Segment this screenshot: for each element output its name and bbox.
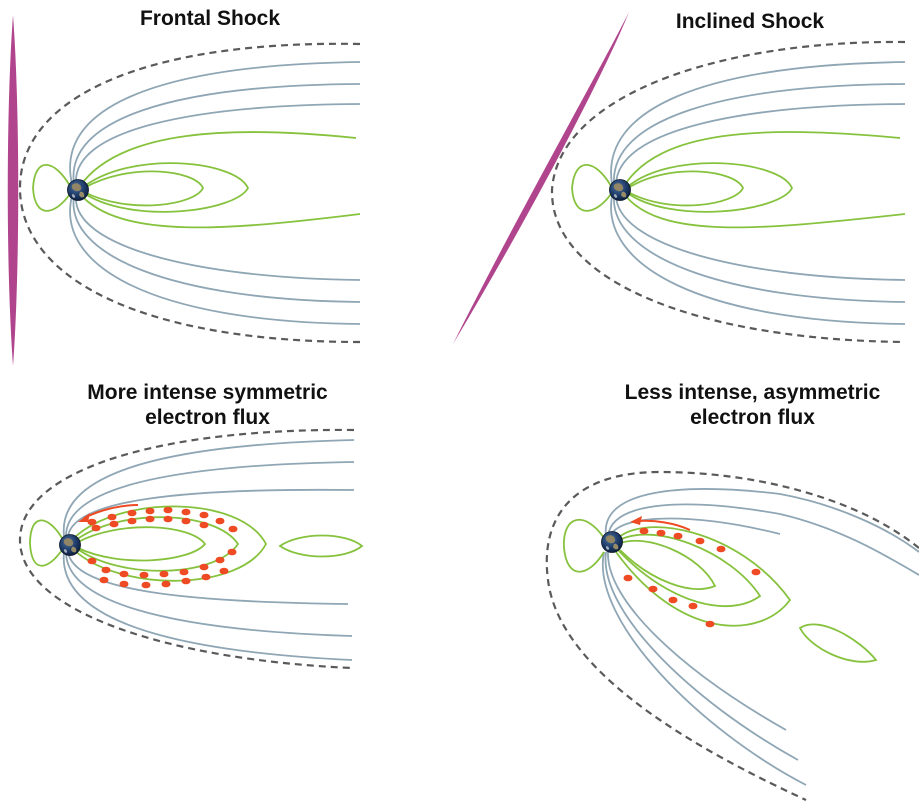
panel-symmetric-flux (18, 428, 364, 670)
closed-field-lines (32, 131, 361, 229)
open-field-lines (69, 61, 361, 325)
title-line-1: More intense symmetric (87, 381, 328, 404)
panel-asymmetric-flux (545, 470, 919, 801)
earth-icon (59, 534, 81, 556)
open-field-lines (610, 61, 906, 325)
electron-dots (623, 527, 761, 628)
panel-inclined-shock (453, 12, 906, 344)
magnetopause-boundary (550, 40, 906, 344)
shock-front (7, 15, 19, 366)
earth-icon (67, 179, 89, 201)
title-text: Inclined Shock (675, 10, 825, 33)
shock-front (453, 12, 629, 344)
panel-title-frontal-shock: Frontal Shock (60, 6, 360, 31)
closed-field-lines (571, 131, 906, 229)
title-line-2: electron flux (690, 406, 815, 429)
magnetopause-boundary (545, 470, 919, 801)
panel-frontal-shock (7, 15, 361, 366)
closed-field-lines (563, 519, 878, 663)
drift-direction-arrow (637, 519, 691, 531)
magnetopause-boundary (18, 428, 355, 670)
panel-title-asymmetric-flux: Less intense, asymmetric electron flux (565, 380, 919, 430)
earth-icon (609, 179, 631, 201)
earth-icon (601, 531, 623, 553)
open-field-lines (601, 488, 919, 786)
title-line-1: Less intense, asymmetric (624, 381, 881, 404)
panel-title-symmetric-flux: More intense symmetric electron flux (20, 380, 395, 430)
arrow-head (630, 516, 642, 525)
arrow-head (78, 513, 90, 522)
electron-dots (87, 506, 238, 589)
open-field-lines (62, 439, 355, 661)
title-text: Frontal Shock (139, 7, 281, 30)
title-line-2: electron flux (145, 406, 270, 429)
panel-title-inclined-shock: Inclined Shock (600, 9, 900, 34)
